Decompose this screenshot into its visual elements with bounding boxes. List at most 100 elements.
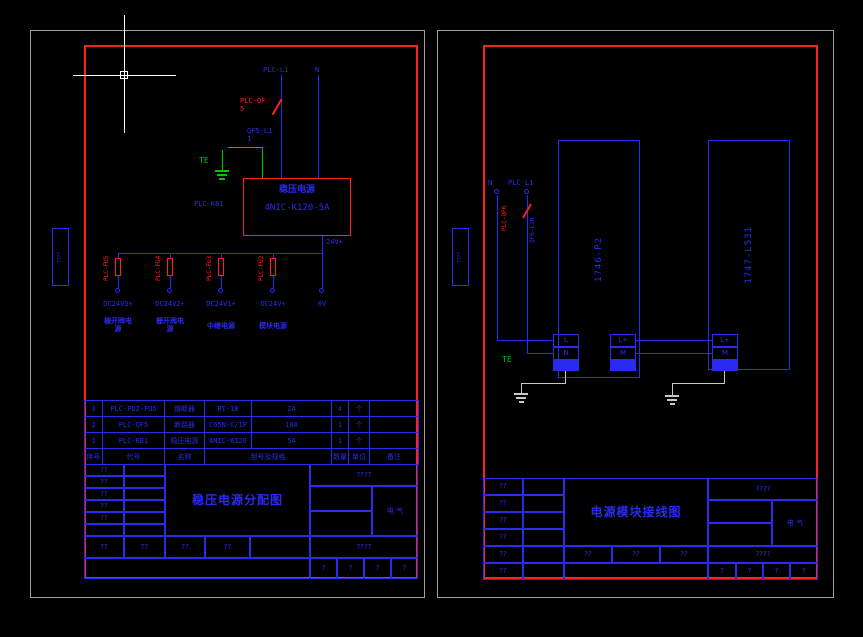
tb-page-cell: ? — [391, 558, 418, 579]
tb-row-label: ?? — [84, 476, 124, 488]
tb-sig-cell: ?? — [124, 536, 165, 558]
tb-sig-cell: ?? — [165, 536, 205, 558]
tb-title: 电源模块接线图 — [564, 478, 708, 546]
ground-symbol-bar — [670, 403, 675, 405]
load-label: 模块电源 — [259, 322, 287, 330]
wire-l1-line — [527, 195, 528, 353]
breaker-wire-label: QF5-L11 — [247, 127, 273, 144]
ground-wire-vline — [262, 147, 263, 178]
bom-cell-unit: 个 — [348, 432, 370, 449]
tb-page-cell: ? — [790, 563, 818, 580]
tb-extra: ???? — [708, 546, 818, 563]
bom-cell-seq: 1 — [84, 432, 103, 449]
tb-company: ???? — [708, 478, 818, 500]
module-1747-l531: 1747-L531 — [708, 140, 790, 370]
fuse-symbol — [218, 258, 224, 276]
fuse-lead-line — [273, 276, 274, 288]
output-terminal — [270, 288, 275, 293]
zero-volt-terminal — [319, 288, 324, 293]
psu-title: 稳压电源 — [278, 185, 315, 195]
wire-l1-to-terminal — [527, 353, 553, 354]
bom-header-note: 备注 — [369, 448, 419, 465]
wire-n-line — [318, 75, 319, 178]
tb-sig-cell: ?? — [84, 536, 124, 558]
bom-row: 1 PLC-KB1 稳压电源 4NIC-K120 5A 1 个 — [84, 432, 419, 449]
bom-cell-unit: 个 — [348, 400, 370, 417]
fuse-ref-label: PLC-FU2 — [258, 255, 265, 281]
breaker-ref-label: PLC-QF6 — [501, 205, 508, 231]
wire-n-line — [497, 195, 498, 340]
crosshair-pickbox — [120, 71, 128, 79]
tb-empty-cell — [124, 464, 165, 476]
fuse-ref-label: PLC-FU5 — [103, 255, 110, 281]
ground-symbol-bar — [514, 393, 528, 395]
ground-lead-line — [724, 371, 725, 383]
tb-row-label: ?? — [483, 478, 523, 495]
tb-sig-cell: ?? — [564, 546, 612, 563]
tb-company: ???? — [310, 464, 418, 486]
tb-empty-cell — [523, 478, 564, 495]
tb-row-label: ?? — [483, 529, 523, 546]
fuse-drop-line — [170, 253, 171, 258]
right-sheet-border — [437, 30, 834, 598]
output-terminal — [115, 288, 120, 293]
module-name: 1746-P2 — [594, 236, 604, 282]
tb-title: 稳压电源分配图 — [165, 464, 310, 536]
ground-symbol-bar — [215, 170, 229, 172]
fuse-symbol — [115, 258, 121, 276]
output-label: DC24V1+ — [206, 300, 236, 308]
fuse-lead-line — [170, 276, 171, 288]
crosshair-cursor-vline — [124, 15, 125, 133]
bom-cell-spec: 5A — [251, 432, 332, 449]
bus-line — [118, 253, 323, 254]
ground-lead-line — [672, 383, 673, 395]
right-zone-box: ???? — [452, 228, 469, 286]
bom-cell-code: PLC-QF5 — [102, 416, 165, 433]
tb-empty-cell — [250, 536, 310, 558]
tb-page-cell: ? — [364, 558, 391, 579]
tb-empty-cell — [564, 563, 708, 580]
left-zone-box: ???? — [52, 228, 69, 286]
tb-empty-cell — [124, 476, 165, 488]
bom-cell-model: C65N-C/1P — [204, 416, 252, 433]
te-label: TE — [199, 156, 209, 165]
zero-volt-label: 0V — [317, 300, 327, 308]
ground-lead-line — [565, 371, 566, 383]
ground-terminal-cell — [610, 360, 636, 371]
module-name: 1747-L531 — [744, 226, 754, 284]
tb-page-cell: ? — [310, 558, 337, 579]
bom-cell-note — [369, 416, 419, 433]
tb-empty-cell — [310, 511, 372, 536]
wire-n-label: N — [488, 179, 493, 187]
terminal-cell: L — [553, 334, 579, 347]
tb-sig-cell: ?? — [205, 536, 250, 558]
tb-empty-cell — [523, 529, 564, 546]
ground-symbol-bar — [519, 401, 524, 403]
tb-empty-cell — [124, 500, 165, 512]
bom-row: 2 PLC-QF5 断路器 C65N-C/1P 10A 1 个 — [84, 416, 419, 433]
tb-row-label: ?? — [84, 500, 124, 512]
tb-empty-cell — [310, 486, 372, 511]
tb-empty-cell — [84, 558, 310, 579]
wire-l1-line — [281, 75, 282, 178]
terminal-cell: L+ — [712, 334, 738, 347]
terminal-cell: L+ — [610, 334, 636, 347]
tb-page-cell: ? — [736, 563, 763, 580]
tb-page-cell: ? — [763, 563, 790, 580]
tb-page-cell: ? — [708, 563, 736, 580]
wire-l1-label: PLC-L1 — [508, 179, 534, 187]
tb-row-label: ?? — [483, 495, 523, 512]
tb-empty-cell — [124, 512, 165, 524]
load-label: 栅开阀电源 — [104, 317, 132, 334]
fuse-ref-label: PLC-FU3 — [206, 255, 213, 281]
output-terminal — [167, 288, 172, 293]
bom-header-qty: 数量 — [331, 448, 349, 465]
ground-terminal-cell — [553, 360, 579, 371]
tb-sig-cell: ?? — [660, 546, 708, 563]
bom-cell-qty: 1 — [331, 432, 349, 449]
tb-row-label: ?? — [483, 563, 523, 580]
ground-symbol-bar — [217, 174, 227, 176]
psu-ref-label: PLC-KB1 — [194, 200, 224, 208]
bom-cell-note — [369, 400, 419, 417]
